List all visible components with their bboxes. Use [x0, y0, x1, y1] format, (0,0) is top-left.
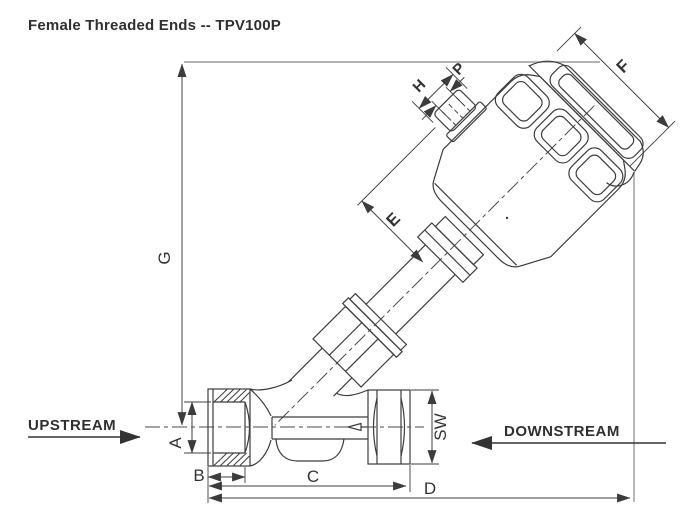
reference-lines [184, 61, 635, 502]
dim-label-a: A [166, 437, 185, 449]
thread-hatching [213, 389, 250, 466]
dimension-f [556, 26, 676, 167]
actuator-cap [528, 60, 644, 187]
flow-annotations: UPSTREAM DOWNSTREAM [28, 417, 666, 450]
upstream-label: UPSTREAM [28, 417, 116, 434]
dim-label-d: D [424, 479, 436, 498]
dimension-h [411, 67, 468, 123]
actuator-adapter [416, 215, 485, 284]
dim-label-h: H [410, 76, 430, 96]
body-transition [249, 379, 293, 467]
dim-label-b: B [193, 466, 204, 485]
center-mark-dot [505, 216, 509, 220]
dim-label-e: E [383, 209, 404, 230]
bonnet-nut [312, 292, 408, 388]
dim-label-g: G [155, 251, 174, 264]
dimension-c [208, 465, 411, 492]
dim-label-c: C [307, 467, 319, 486]
valve-body [207, 379, 411, 467]
dimensions [177, 63, 631, 503]
dimension-e [357, 127, 436, 263]
body-middle-pipe [271, 389, 369, 462]
downstream-label: DOWNSTREAM [504, 423, 620, 440]
body-lower-bulge [275, 438, 345, 462]
flow-direction-marker [345, 422, 367, 432]
right-port-hex [367, 389, 411, 465]
dimension-p [421, 76, 465, 121]
dim-label-sw: SW [431, 413, 450, 440]
actuator-window-pads [494, 73, 624, 203]
dimension-b [207, 467, 246, 503]
dimension-a [184, 401, 211, 454]
neck-saddle [335, 389, 369, 397]
dimension-sw [411, 389, 439, 465]
actuator-assembly: E F H P [274, 26, 676, 426]
pilot-port [434, 89, 487, 143]
valve-axis-centerline [274, 105, 595, 426]
dim-label-f: F [613, 56, 634, 77]
page-title: Female Threaded Ends -- TPV100P [28, 17, 281, 34]
left-port [207, 388, 251, 467]
